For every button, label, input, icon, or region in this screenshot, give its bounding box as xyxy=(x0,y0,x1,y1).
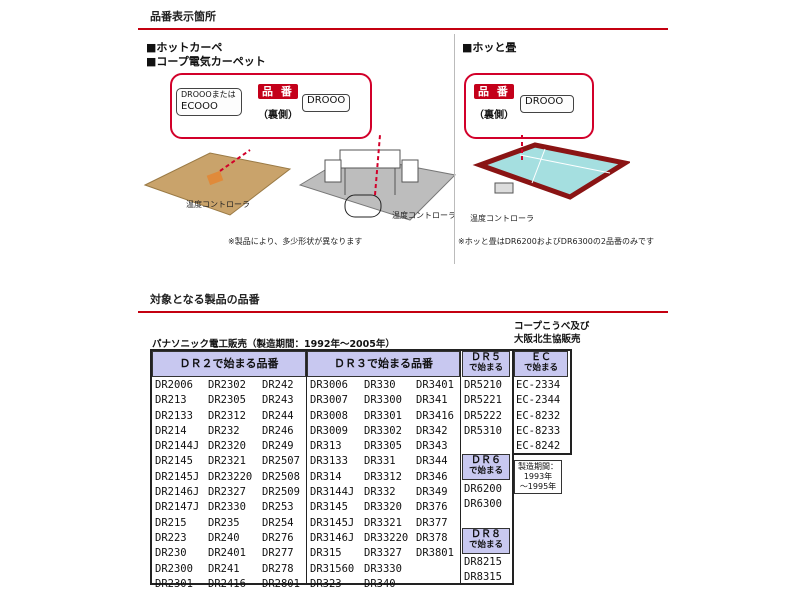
pointer-line-left xyxy=(219,149,251,172)
category-hot-carpet: ■ホットカーペ xyxy=(146,41,223,54)
label-plate-drooo-ecooo: DROOOまたは ECOOO xyxy=(176,88,242,116)
dr8-column: DR8215 DR8315 xyxy=(464,556,502,584)
section-divider xyxy=(138,28,668,30)
controller-icon-tatami xyxy=(494,182,514,194)
label-text-dr: DROOOまたは xyxy=(181,90,236,99)
dr2-column-3: DR242 DR243 DR244 DR246 DR249 DR2507 DR2… xyxy=(262,379,300,590)
dr2-column-2: DR2302 DR2305 DR2312 DR232 DR2320 DR2321… xyxy=(208,379,253,590)
section-divider-2 xyxy=(138,311,668,313)
ec-table xyxy=(512,349,572,455)
maker-label: パナソニック電工販売（製造期間：1992年～2005年） xyxy=(152,339,395,350)
dr2-column-1: DR2006 DR213 DR2133 DR214 DR2144J DR2145… xyxy=(155,379,200,590)
back-side-label-left: （裏側） xyxy=(258,110,298,121)
header-dr3: ＤＲ３で始まる品番 xyxy=(307,351,460,377)
pointer-line-right xyxy=(374,135,381,196)
back-side-label-right: （裏側） xyxy=(474,110,514,121)
header-dr2: ＤＲ２で始まる品番 xyxy=(152,351,306,377)
carpet-illustration xyxy=(143,135,457,221)
tatami-illustration xyxy=(472,135,630,200)
category-hot-tatami: ■ホッと畳 xyxy=(462,41,517,54)
dr6-column: DR6200 DR6300 xyxy=(464,483,502,511)
dr3-column-1: DR3006 DR3007 DR3008 DR3009 DR313 DR3133… xyxy=(310,379,355,590)
dr5-column: DR5210 DR5221 DR5222 DR5310 xyxy=(464,379,502,437)
controller-icon-right xyxy=(344,194,382,218)
product-table xyxy=(150,349,514,585)
hinban-badge-left: 品 番 xyxy=(258,84,298,99)
tatami-shape xyxy=(472,142,630,200)
category-coop-carpet: ■コープ電気カーペット xyxy=(146,55,266,68)
hinban-badge-right: 品 番 xyxy=(474,84,514,99)
ec-column: EC-2334 EC-2344 EC-8232 EC-8233 EC-8242 xyxy=(516,379,561,453)
note-tatami-models: ※ホッと畳はDR6200およびDR6300の2品番のみです xyxy=(458,237,654,246)
label-text-ec: ECOOO xyxy=(181,101,218,112)
carpet-shape-left xyxy=(143,152,292,216)
dr3-column-3: DR3401 DR341 DR3416 DR342 DR343 DR344 DR… xyxy=(416,379,454,560)
controller-label-left: 温度コントローラ xyxy=(186,200,250,209)
controller-label-tatami: 温度コントローラ xyxy=(470,214,534,223)
note-shape-differs: ※製品により、多少形状が異なります xyxy=(228,237,363,246)
controller-label-right: 温度コントローラ xyxy=(392,211,456,220)
panel-divider xyxy=(454,34,455,264)
section-title-products: 対象となる製品の品番 xyxy=(150,293,260,306)
label-plate-drooo-right: DROOO xyxy=(520,95,574,113)
section-title-location: 品番表示箇所 xyxy=(150,10,216,23)
manufacturing-period-note: 製造期間： 1993年 ～1995年 xyxy=(514,460,562,494)
controller-icon-left xyxy=(206,170,224,186)
label-plate-drooo-left: DROOO xyxy=(302,94,350,112)
dr3-column-2: DR330 DR3300 DR3301 DR3302 DR3305 DR331 … xyxy=(364,379,409,590)
coop-label: コープこうべ及び 大阪北生協販売 xyxy=(514,321,590,345)
table-chairs-icon xyxy=(324,149,419,195)
